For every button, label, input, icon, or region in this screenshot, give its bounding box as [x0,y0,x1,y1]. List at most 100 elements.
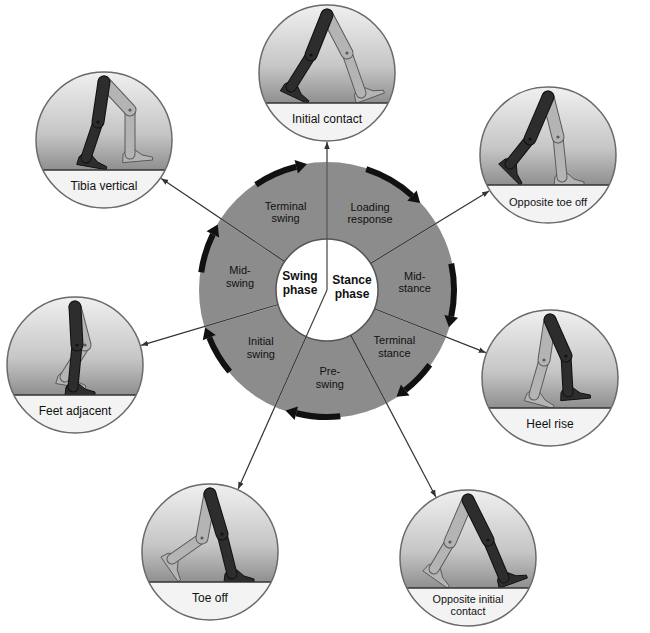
event-label: Toe off [192,592,228,606]
gait-event-circle: Feet adjacent [5,295,145,435]
cycle-arrow [296,410,341,420]
phase-sector: Initial swing [245,334,277,361]
opposite-leg [65,307,95,395]
knee-joint [345,51,348,54]
ground-line [489,407,611,409]
gait-event-circle: Initial contact [257,3,397,143]
leg-segment-edge [75,307,85,345]
event-label: Heel rise [526,418,573,432]
event-disc-outline [7,297,143,433]
ground-line [407,587,529,589]
event-disc-outline [36,72,172,208]
event-label: Opposite initial contact [423,593,513,618]
event-pointer [374,309,485,353]
gait-event-circle: Heel rise [480,308,620,448]
gait-event-circle: Opposite initial contact [398,488,538,628]
gait-event-circle: Tibia vertical [34,70,174,210]
phase-sector: Mid- stance [396,269,432,296]
event-disc-outline [482,310,618,446]
reference-leg [327,15,384,103]
sub-phase-label: Initial swing [245,334,277,361]
reference-leg [104,82,153,163]
cycle-arrow [448,263,457,317]
label-band [407,588,529,626]
event-pointer [351,335,436,497]
knee-joint [448,540,451,543]
sub-phase-label: Loading response [345,200,394,227]
event-disc-ground [142,484,278,620]
phase-hub: Swing phase Stance phase [275,238,379,342]
leg-segment [75,307,85,345]
leg-segment-edge [311,15,327,55]
leg-figure [280,15,384,104]
leg-figure [524,320,590,408]
reference-leg [548,97,584,185]
sub-phase-label: Mid- stance [396,269,432,296]
label-band [266,103,388,141]
reference-leg [56,307,87,389]
cycle-arrow-head [295,160,307,174]
event-disc-ground [36,72,172,208]
leg-segment [75,307,77,345]
leg-segment-edge [550,320,566,356]
event-pointer [326,142,327,239]
sub-phase-label: Pre- swing [314,364,346,391]
sub-phase-label: Mid- swing [224,263,256,290]
label-band [149,582,271,620]
leg-segment-edge [125,110,136,154]
gait-event-circle: Toe off [140,482,280,622]
event-pointer [161,179,284,262]
phase-label: Stance phase [332,274,371,302]
reference-leg [423,500,468,588]
ground-line [149,581,271,583]
event-disc-outline [400,490,536,626]
cycle-arrow [365,166,414,197]
leg-segment-edge [468,500,488,540]
event-disc-outline [259,5,395,141]
leg-segment [530,97,548,139]
sub-phase-label: Terminal stance [372,333,418,360]
opposite-leg [210,494,254,582]
ground-line [487,184,609,186]
knee-joint [128,108,131,111]
phase-sector: Terminal swing [263,199,309,226]
event-disc-outline [480,87,616,223]
hub-divider [326,239,327,290]
cycle-arrow-head [407,190,420,203]
leg-figure [499,97,584,185]
leg-segment [98,82,104,122]
cycle-arrow [403,363,432,393]
leg-segment [311,15,327,55]
event-disc-outline [142,484,278,620]
ground-line [14,394,136,396]
cycle-arrow [206,336,232,373]
ground-line [43,169,165,171]
event-label: Tibia vertical [71,180,138,194]
leg-segment-edge [210,494,222,534]
phase-sector: Pre- swing [314,364,346,391]
knee-joint [83,343,86,346]
event-disc-ground [482,310,618,446]
label-band [487,185,609,223]
leg-segment-edge [530,97,548,139]
event-label: Initial contact [292,113,362,127]
event-label: Feet adjacent [39,405,112,419]
cycle-arrow-head [207,224,220,237]
knee-joint [309,53,312,56]
cycle-arrow-head [203,327,216,340]
cycle-arrow-head [444,315,458,327]
knee-joint [486,538,489,541]
leg-segment [468,500,488,540]
event-label: Opposite toe off [509,196,587,209]
opposite-leg [499,97,548,185]
gait-event-circle: Opposite toe off [478,85,618,225]
leg-figure [161,494,254,582]
phase-label: Swing phase [282,270,317,298]
event-disc-ground [480,87,616,223]
sub-phase-label: Terminal swing [263,199,309,226]
leg-segment-edge [75,307,77,345]
leg-segment [126,110,135,154]
phase-sector: Terminal stance [372,333,418,360]
knee-joint [564,354,567,357]
label-band [43,170,165,208]
